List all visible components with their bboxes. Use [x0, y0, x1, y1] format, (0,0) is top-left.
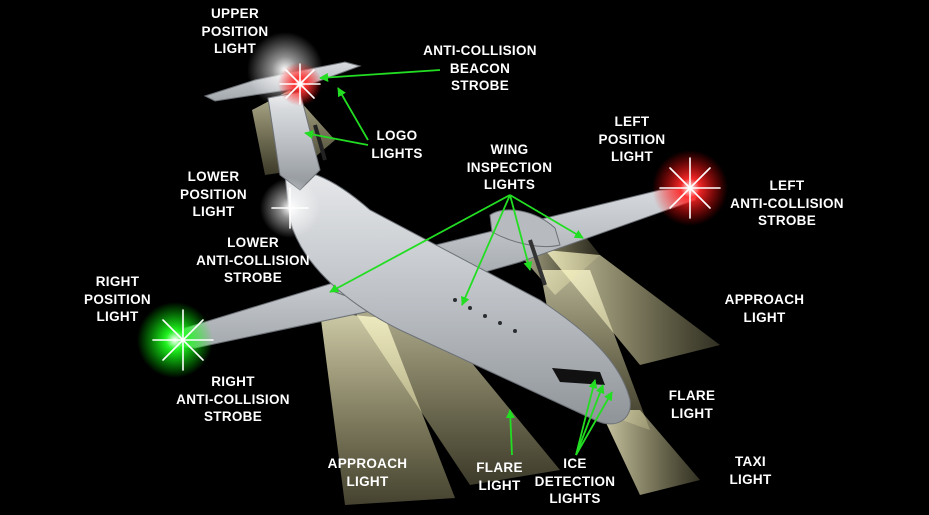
- left-propeller: [528, 239, 547, 286]
- approach-beam-left: [320, 312, 455, 505]
- tail-dark-edge: [313, 124, 327, 161]
- wing-beam: [520, 230, 600, 295]
- cabin-windows: [453, 298, 517, 333]
- taxi-beam: [600, 410, 700, 495]
- strobe-stars: [152, 63, 721, 371]
- left-engine: [489, 209, 561, 248]
- flare-beam-left: [350, 300, 560, 485]
- leader-lines: [304, 69, 613, 456]
